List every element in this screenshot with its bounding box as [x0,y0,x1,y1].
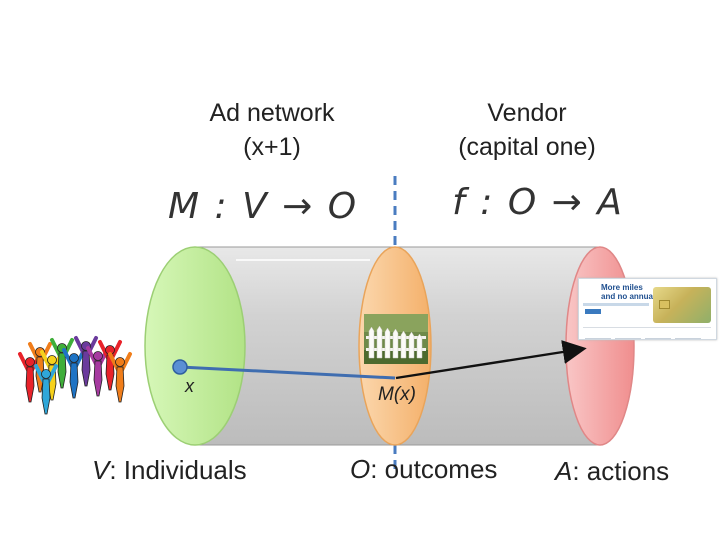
ad-headline-2: and no annual fee [601,292,670,301]
credit-card-ad: More miles and no annual fee [578,278,717,340]
ad-footer [583,327,711,339]
o-text: : outcomes [370,454,498,484]
mapping-f-formula: f : O → A [452,182,624,223]
person-figure [74,336,98,387]
point-x-label: x [185,376,194,396]
people-icon [18,336,132,415]
o-symbol: O [350,454,371,484]
person-figure [62,348,86,399]
a-symbol: A [555,456,573,486]
ad-network-line1: Ad network [209,99,335,127]
v-text: : Individuals [109,455,247,485]
a-text: : actions [572,456,670,486]
arrow-mx-to-action [395,340,587,380]
ad-button-shape [585,309,601,314]
actions-ellipse [565,246,635,446]
fence-photo [364,314,428,364]
person-figure [50,338,74,389]
caption-individuals: V: Individuals [92,455,247,486]
v-symbol: V [92,455,110,485]
ad-network-line2: (x+1) [243,133,301,161]
credit-card-icon [653,287,711,323]
person-figure [34,364,58,415]
vendor-title: Vendor (capital one) [422,96,632,164]
outcome-mx-label: M(x) [378,384,416,405]
vendor-line1: Vendor [487,99,567,127]
ad-network-title: Ad network (x+1) [172,96,372,164]
card-chip-icon [659,300,670,309]
ad-headline-1: More miles [601,283,643,292]
point-x [172,359,188,375]
person-figure [108,352,132,403]
ad-text-strip [583,303,649,306]
arrow-x-to-mx [179,365,396,380]
vendor-line2: (capital one) [458,133,596,161]
mapping-m-formula: M : V → O [168,186,359,227]
caption-outcomes: O: outcomes [350,454,497,485]
individuals-ellipse [144,246,246,446]
person-figure [98,340,122,391]
caption-actions: A: actions [555,456,669,487]
